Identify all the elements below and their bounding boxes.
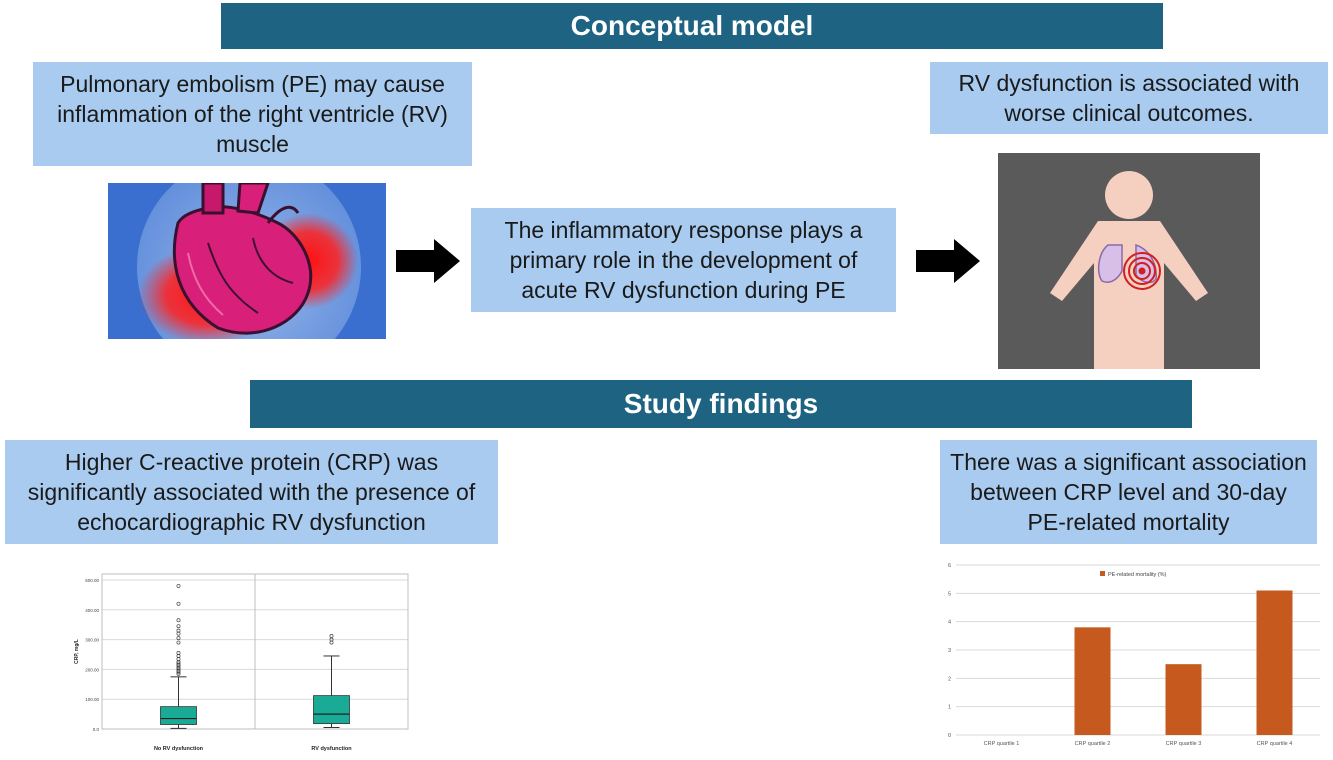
bar-ytick-label: 5: [948, 591, 951, 597]
boxplot-outlier: [176, 618, 181, 623]
boxplot-outlier: [329, 634, 334, 638]
boxplot-outlier: [176, 640, 181, 645]
bar-ytick-label: 6: [948, 563, 951, 569]
boxplot-outlier: [176, 628, 181, 633]
boxplot-ytick-label: 100.00: [85, 697, 99, 702]
boxplot-ytick-label: 0.0: [93, 727, 100, 732]
mortality-association-text: There was a significant association betw…: [950, 449, 1307, 535]
boxplot-outlier: [329, 637, 334, 642]
boxplot-ytick-label: 400.00: [85, 608, 99, 613]
bar-category-label: CRP quartile 2: [1075, 741, 1111, 747]
bar-ytick-label: 3: [948, 648, 951, 654]
boxplot-outlier: [176, 583, 181, 588]
conceptual-model-title: Conceptual model: [570, 10, 814, 41]
boxplot-outlier: [176, 661, 181, 666]
study-findings-banner: Study findings: [250, 380, 1192, 428]
bar-category-label: CRP quartile 1: [984, 741, 1020, 747]
boxplot-box: [313, 695, 350, 725]
pe-inflammation-text: Pulmonary embolism (PE) may cause inflam…: [57, 71, 448, 157]
boxplot-ylabel: CRP, mg/L: [74, 639, 80, 664]
study-findings-title: Study findings: [623, 388, 819, 419]
rv-outcomes-box: RV dysfunction is associated with worse …: [930, 62, 1328, 134]
bar-ytick-label: 1: [948, 705, 951, 711]
bar-legend-label: PE-related mortality (%): [1108, 572, 1167, 578]
inflammatory-response-text: The inflammatory response plays a primar…: [504, 217, 863, 303]
bar: [1165, 664, 1202, 735]
bar-category-label: CRP quartile 3: [1166, 741, 1202, 747]
pe-inflammation-box: Pulmonary embolism (PE) may cause inflam…: [33, 62, 472, 166]
bar-ytick-label: 0: [948, 733, 951, 739]
boxplot-outlier: [176, 651, 181, 655]
right-arrow-icon: [396, 239, 460, 283]
rv-outcomes-text: RV dysfunction is associated with worse …: [958, 70, 1300, 126]
bar: [1256, 590, 1293, 735]
human-body-icon: [998, 153, 1260, 369]
conceptual-model-banner: Conceptual model: [221, 3, 1163, 49]
mortality-bar-svg: 0 1 2 3 4 5 6PE-related mortality (%) CRP quart…: [948, 563, 1320, 747]
boxplot-category-label: No RV dysfunction: [154, 746, 204, 752]
bar-legend-swatch: [1100, 571, 1105, 576]
right-arrow-icon: [916, 239, 980, 283]
boxplot-outlier: [176, 624, 181, 629]
inflammatory-response-box: The inflammatory response plays a primar…: [471, 208, 896, 312]
boxplot-ytick-label: 300.00: [85, 638, 99, 643]
heart-illustration-icon: [108, 155, 386, 379]
bar: [1074, 627, 1111, 735]
bar-category-label: CRP quartile 4: [1257, 741, 1293, 747]
bar-ytick-label: 2: [948, 676, 951, 682]
boxplot-outlier: [176, 601, 181, 606]
boxplot-ytick-label: 200.00: [85, 667, 99, 672]
boxplot-category-label: RV dysfunction: [311, 746, 352, 752]
crp-association-text: Higher C-reactive protein (CRP) was sign…: [27, 449, 476, 535]
bar-ytick-label: 4: [948, 620, 951, 626]
boxplot-outlier: [176, 636, 181, 641]
mortality-association-box: There was a significant association betw…: [940, 440, 1317, 544]
boxplot-ytick-label: 500.00: [85, 578, 99, 583]
boxplot-box: [160, 706, 197, 725]
crp-association-box: Higher C-reactive protein (CRP) was sign…: [5, 440, 498, 544]
